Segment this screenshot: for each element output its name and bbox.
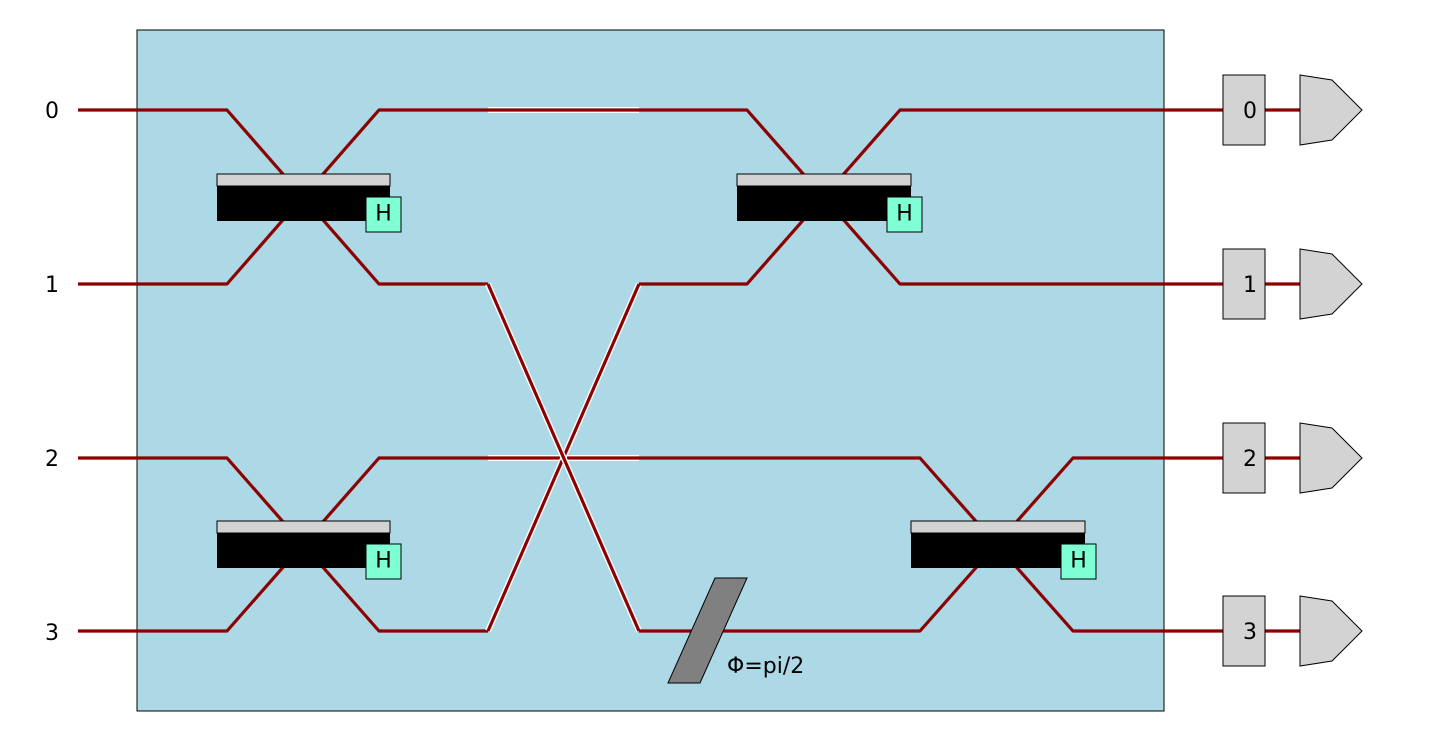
output-mode-box — [1222, 74, 1266, 146]
output-mode-label: 3 — [1243, 620, 1257, 645]
beam-splitter-body — [737, 186, 911, 221]
gate-label: H — [896, 202, 913, 227]
beam-splitter: H — [216, 173, 402, 233]
output-mode-box — [1222, 248, 1266, 320]
gate-badge — [365, 543, 402, 580]
input-mode-label: 3 — [45, 621, 59, 646]
beam-splitter-body — [911, 533, 1085, 568]
gate-badge — [1060, 543, 1097, 580]
output-3: 3 — [1222, 595, 1363, 667]
output-mode-box — [1222, 422, 1266, 494]
input-mode-labels: 0 1 2 3 — [45, 99, 59, 646]
waveguide-segment — [486, 283, 641, 632]
detector-icon — [1299, 74, 1363, 146]
phase-shifter-plate — [667, 577, 748, 684]
beam-splitter: H — [216, 520, 402, 580]
beam-splitter-top — [736, 173, 912, 187]
input-mode-label: 0 — [45, 99, 59, 124]
detector-icon — [1299, 595, 1363, 667]
beam-splitter-top — [216, 173, 391, 187]
output-mode-label: 0 — [1243, 99, 1257, 124]
input-mode-label: 1 — [45, 273, 59, 298]
beam-splitter-top — [216, 520, 391, 534]
beam-splitter-body — [217, 186, 390, 221]
output-mode-box — [1222, 595, 1266, 667]
output-mode-label: 2 — [1243, 447, 1257, 472]
gate-label: H — [1070, 549, 1087, 574]
beam-splitter-top — [910, 520, 1086, 534]
output-0: 0 — [1222, 74, 1363, 146]
beam-splitter-body — [217, 533, 390, 568]
output-1: 1 — [1222, 248, 1363, 320]
output-2: 2 — [1222, 422, 1363, 494]
phase-shifter-label: Φ=pi/2 — [727, 654, 804, 679]
gate-label: H — [375, 202, 392, 227]
gate-badge — [365, 196, 402, 233]
phase-shifter: Φ=pi/2 — [667, 577, 804, 684]
input-mode-label: 2 — [45, 447, 59, 472]
detector-icon — [1299, 248, 1363, 320]
gate-label: H — [375, 549, 392, 574]
beam-splitter: H — [736, 173, 923, 233]
output-mode-label: 1 — [1243, 273, 1257, 298]
beam-splitter: H — [910, 520, 1097, 580]
gate-badge — [886, 196, 923, 233]
circuit-box — [136, 29, 1165, 712]
detector-icon — [1299, 422, 1363, 494]
